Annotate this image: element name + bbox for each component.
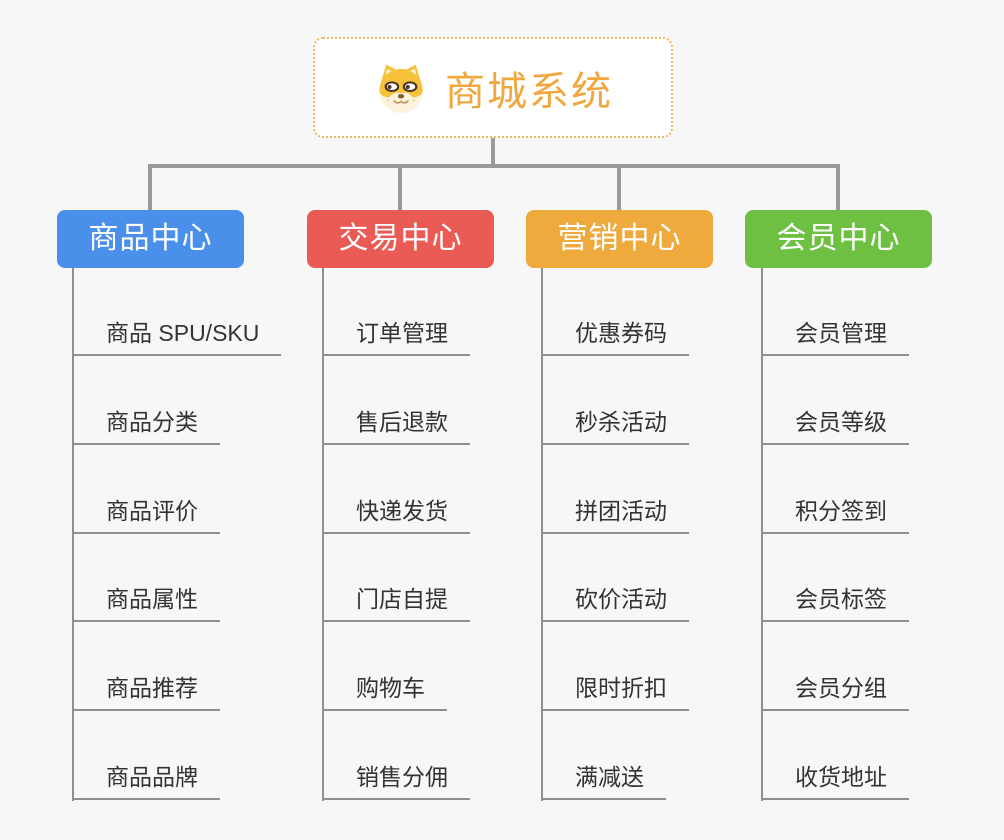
mindmap-item[interactable]: 会员分组 — [761, 673, 909, 711]
mindmap-item[interactable]: 优惠券码 — [541, 318, 689, 356]
mindmap-item[interactable]: 购物车 — [322, 673, 447, 711]
branch-node-1[interactable]: 商品中心 — [57, 210, 244, 268]
mindmap-item[interactable]: 商品推荐 — [72, 673, 220, 711]
mindmap-item[interactable]: 商品 SPU/SKU — [72, 318, 282, 356]
connector-branch-drop — [617, 164, 621, 210]
mindmap-item[interactable]: 商品评价 — [72, 496, 220, 534]
mindmap-item[interactable]: 砍价活动 — [541, 584, 689, 622]
connector-branch-spine — [72, 268, 74, 801]
mindmap-item[interactable]: 快递发货 — [322, 496, 470, 534]
mindmap-item[interactable]: 订单管理 — [322, 318, 470, 356]
mindmap-item[interactable]: 销售分佣 — [322, 762, 470, 800]
connector-branch-spine — [761, 268, 763, 801]
branch-node-4[interactable]: 会员中心 — [745, 210, 932, 268]
mindmap-item[interactable]: 秒杀活动 — [541, 407, 689, 445]
mindmap-item[interactable]: 门店自提 — [322, 584, 470, 622]
mindmap-item[interactable]: 会员等级 — [761, 407, 909, 445]
mindmap-item[interactable]: 商品属性 — [72, 584, 220, 622]
mindmap-item[interactable]: 拼团活动 — [541, 496, 689, 534]
mindmap-item[interactable]: 会员管理 — [761, 318, 909, 356]
connector-root-stem — [491, 138, 495, 164]
mindmap-item[interactable]: 积分签到 — [761, 496, 909, 534]
connector-horizontal-bar — [149, 164, 840, 168]
connector-branch-drop — [836, 164, 840, 210]
connector-branch-drop — [148, 164, 152, 210]
mindmap-item[interactable]: 商品分类 — [72, 407, 220, 445]
dog-face-icon — [373, 62, 429, 114]
connector-branch-spine — [322, 268, 324, 801]
branch-node-2[interactable]: 交易中心 — [307, 210, 494, 268]
mindmap-item[interactable]: 售后退款 — [322, 407, 470, 445]
mindmap-item[interactable]: 商品品牌 — [72, 762, 220, 800]
mindmap-item[interactable]: 收货地址 — [761, 762, 909, 800]
mindmap-item[interactable]: 满减送 — [541, 762, 666, 800]
root-title: 商城系统 — [445, 69, 613, 114]
root-node[interactable]: 商城系统 — [313, 37, 673, 138]
mindmap-item[interactable]: 会员标签 — [761, 584, 909, 622]
mindmap-item[interactable]: 限时折扣 — [541, 673, 689, 711]
connector-branch-drop — [398, 164, 402, 210]
connector-branch-spine — [541, 268, 543, 801]
branch-node-3[interactable]: 营销中心 — [526, 210, 713, 268]
